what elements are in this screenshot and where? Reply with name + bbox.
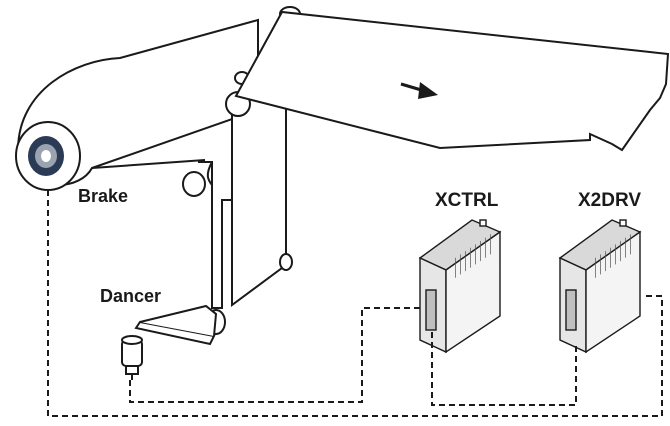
- idler-roller-low: [182, 171, 206, 197]
- dancer-arm: [121, 304, 218, 380]
- xctrl-controller: [418, 219, 502, 354]
- x2drv-drive: [558, 219, 642, 354]
- brake-wire: [47, 190, 663, 417]
- x2drv-label: X2DRV: [578, 190, 642, 211]
- ctrl-drive-wire: [431, 332, 577, 406]
- web-strip: [198, 60, 287, 309]
- outgoing-web: [234, 10, 670, 152]
- dancer-wire: [129, 307, 422, 403]
- xctrl-label: XCTRL: [435, 190, 499, 211]
- brake-label: Brake: [78, 186, 129, 206]
- dancer-label: Dancer: [100, 286, 162, 306]
- brake-icon: [15, 121, 81, 191]
- arrow-right-icon: [400, 82, 438, 99]
- signal-wiring: [47, 190, 663, 417]
